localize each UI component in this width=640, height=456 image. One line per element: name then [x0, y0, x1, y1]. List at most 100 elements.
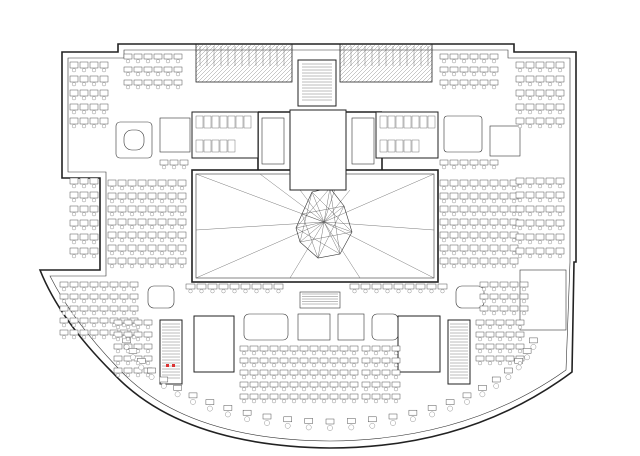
desk — [535, 233, 545, 241]
desk — [143, 319, 153, 326]
desk — [449, 218, 459, 226]
desk — [99, 103, 109, 111]
chair — [482, 72, 486, 77]
desk — [525, 205, 535, 213]
perimeter-desk — [205, 399, 215, 405]
desk — [177, 192, 187, 200]
desk — [489, 205, 499, 213]
sculpture-facet — [317, 221, 325, 259]
desk — [475, 343, 485, 350]
desk — [107, 257, 117, 265]
desk — [499, 179, 509, 187]
chair — [472, 238, 476, 243]
chair — [385, 289, 390, 294]
desk — [479, 192, 489, 200]
desk — [177, 179, 187, 187]
chair — [242, 363, 246, 368]
chair — [518, 361, 522, 366]
desk — [79, 177, 89, 185]
desk — [535, 177, 545, 185]
chair — [146, 85, 150, 90]
desk — [113, 355, 123, 362]
desk — [89, 247, 99, 255]
desk — [505, 355, 515, 362]
chair — [170, 251, 174, 256]
chair — [518, 124, 522, 129]
chair — [210, 289, 215, 294]
chair — [384, 363, 388, 368]
chair — [498, 337, 502, 342]
desk — [499, 231, 509, 239]
desk — [459, 66, 469, 73]
south-east-stair-core — [397, 315, 471, 385]
desk — [69, 177, 79, 185]
desk — [469, 53, 479, 60]
desk — [119, 305, 129, 312]
chair — [502, 251, 506, 256]
chair — [140, 212, 144, 217]
chair — [518, 254, 522, 259]
chair — [62, 311, 66, 316]
desk — [381, 345, 391, 352]
chair — [558, 184, 562, 189]
desk — [79, 305, 89, 312]
sculpture-facet — [299, 191, 313, 243]
chair — [136, 349, 140, 354]
chair — [518, 68, 522, 73]
desk — [99, 281, 109, 288]
chair — [452, 165, 456, 170]
desk — [163, 53, 173, 60]
desk — [479, 218, 489, 226]
chair — [528, 124, 532, 129]
chair — [374, 289, 379, 294]
chair — [384, 387, 388, 392]
desk — [79, 219, 89, 227]
desk — [157, 231, 167, 239]
chair — [302, 351, 306, 356]
chair — [160, 225, 164, 230]
desk — [299, 357, 309, 364]
desk — [117, 257, 127, 265]
chair — [558, 240, 562, 245]
desk — [177, 231, 187, 239]
chair — [492, 299, 496, 304]
chair — [538, 68, 542, 73]
desk — [339, 345, 349, 352]
desk — [329, 357, 339, 364]
chair — [518, 82, 522, 87]
chair — [452, 251, 456, 256]
perimeter-chair — [244, 416, 250, 422]
desk — [489, 305, 499, 312]
desk — [525, 191, 535, 199]
chair — [364, 351, 368, 356]
desk — [371, 393, 381, 400]
desk — [137, 192, 147, 200]
workstation-desks — [59, 53, 565, 425]
chair — [92, 212, 96, 217]
desk — [59, 293, 69, 300]
desk — [259, 369, 269, 376]
desk — [459, 244, 469, 252]
desk — [469, 66, 479, 73]
restroom-stall — [227, 115, 236, 129]
chair — [292, 399, 296, 404]
chair — [482, 264, 486, 269]
chair — [462, 59, 466, 64]
desk — [495, 355, 505, 362]
chair — [512, 264, 516, 269]
desk — [143, 331, 153, 338]
desk — [391, 345, 401, 352]
restroom-stall — [411, 115, 420, 129]
chair — [140, 199, 144, 204]
chair — [180, 264, 184, 269]
desk — [449, 79, 459, 86]
chair — [502, 264, 506, 269]
building-outline — [38, 43, 577, 449]
desk — [404, 283, 415, 290]
chair — [472, 186, 476, 191]
desk — [329, 381, 339, 388]
desk — [269, 369, 279, 376]
chair — [72, 212, 76, 217]
desk — [167, 205, 177, 213]
chair — [538, 240, 542, 245]
